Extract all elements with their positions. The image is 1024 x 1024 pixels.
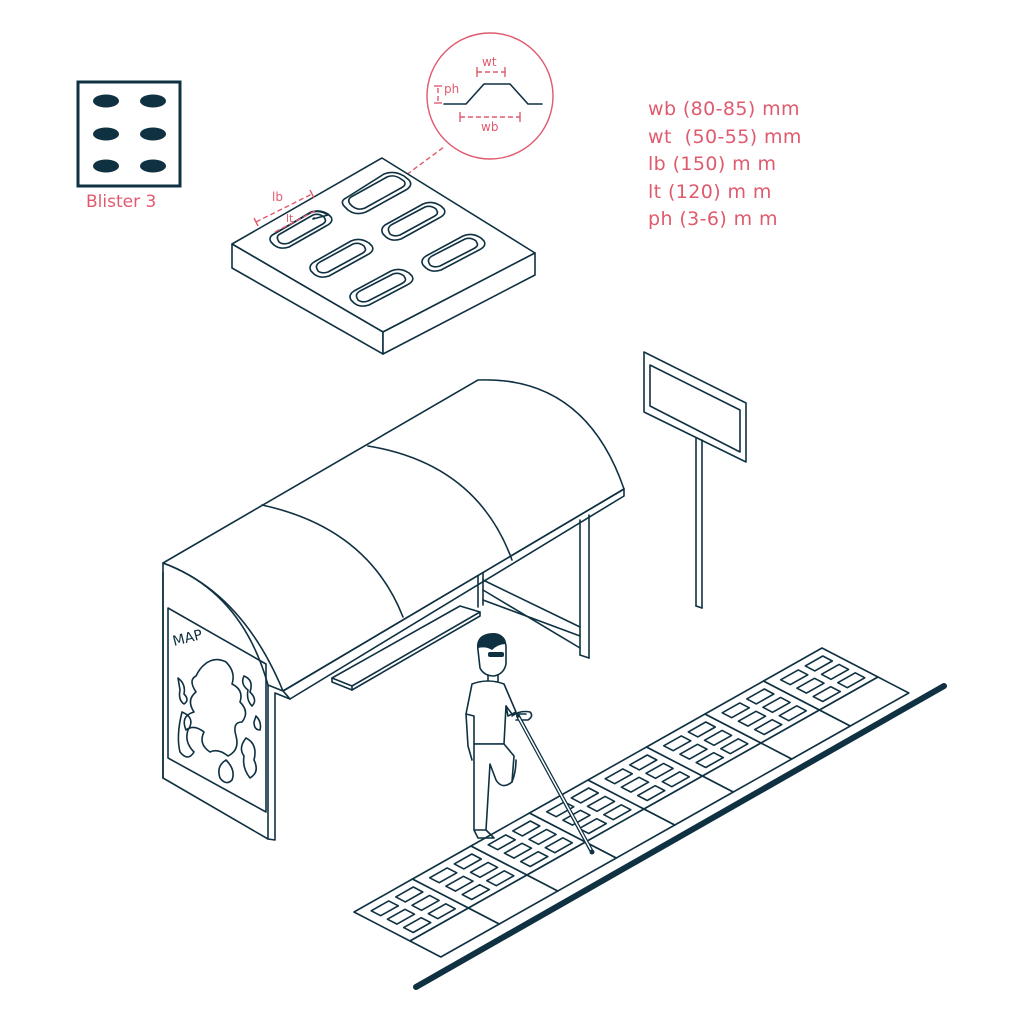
blister-pad-icon <box>661 771 691 788</box>
sunglasses-icon <box>488 652 504 657</box>
blister-pad-icon <box>461 883 491 901</box>
blister-pad-icon <box>562 809 591 826</box>
blister-pad-icon <box>411 894 440 912</box>
map-label: MAP <box>171 627 204 650</box>
blister-pad-icon <box>721 702 751 719</box>
blister-dot-icon <box>93 94 119 108</box>
blister-pad-icon <box>662 735 692 752</box>
blister-pad-icon <box>720 738 749 755</box>
blister-pad-icon <box>753 718 783 736</box>
bus-shelter: MAP <box>162 379 625 841</box>
blister-pad-icon <box>636 784 666 802</box>
profile-inset: wt ph wb <box>380 32 554 195</box>
blister-pad-icon <box>603 804 632 821</box>
blind-pedestrian <box>465 632 595 855</box>
blister-pad-icon <box>545 801 575 818</box>
white-cane-icon <box>516 714 595 855</box>
blister-pad-icon <box>370 900 400 917</box>
blister-pad-icon <box>519 850 549 868</box>
blister-pad-icon <box>620 776 650 793</box>
blister-pad-icon <box>428 867 458 884</box>
spec-wb: wb (80-85) mm <box>648 98 800 120</box>
blister-pad-icon <box>604 768 634 785</box>
blister-pad-icon <box>544 837 574 854</box>
blister-pad-icon <box>486 870 515 887</box>
blister-dot-icon <box>140 159 166 173</box>
blister-pad-icon <box>762 696 791 714</box>
blister-pad-icon <box>386 908 416 925</box>
spec-lb: lb (150) m m <box>648 153 777 175</box>
blister-pad-icon <box>402 916 432 934</box>
blister-pad-icon <box>812 685 842 703</box>
wb-label: wb <box>481 120 498 134</box>
blister-pad-icon <box>487 834 517 851</box>
bus-stop-sign <box>643 351 747 609</box>
tactile-path <box>353 647 910 958</box>
spec-wt: wt (50-55) mm <box>648 125 802 148</box>
blister-pad-icon <box>796 677 825 694</box>
blister-pad-icon <box>469 861 499 879</box>
blister-pad-icon <box>395 886 424 903</box>
lb-label: lb <box>272 190 283 204</box>
blister-dot-icon <box>93 127 119 141</box>
lt-label: lt <box>286 212 294 225</box>
blister-pad-icon <box>679 743 708 760</box>
blister-pad-icon <box>779 669 809 686</box>
blister-pad-icon <box>703 729 733 747</box>
blister-pad-icon <box>804 655 834 672</box>
blister-pad-icon <box>503 842 533 859</box>
blister-pad-icon <box>453 853 483 870</box>
blister-pad-icon <box>586 795 616 813</box>
wt-label: wt <box>482 55 497 69</box>
blister-pad-icon <box>778 705 808 722</box>
blister-pad-icon <box>820 663 850 681</box>
blister-pad-icon <box>511 820 541 837</box>
blister-pad-icon <box>445 875 474 892</box>
spec-ph: ph (3-6) m m <box>648 208 778 230</box>
blister-pad-icon <box>645 762 674 780</box>
blister-dot-icon <box>93 159 119 173</box>
blister-label: Blister 3 <box>86 192 157 212</box>
blister-pad-icon <box>837 672 866 689</box>
blister-pad-icon <box>737 710 767 727</box>
tactile-tile: lb lt <box>231 157 536 355</box>
dimension-spec-list: wb (80-85) mm wt (50-55) mm lb (150) m m… <box>648 96 802 234</box>
blister-pad-icon <box>570 787 600 804</box>
blister-pad-icon <box>687 721 717 738</box>
blister-pad-icon <box>578 817 608 835</box>
blister-dot-icon <box>140 127 166 141</box>
blister-pad-icon <box>528 828 557 846</box>
curb-edge <box>413 683 947 990</box>
blister-pad-icon <box>746 688 775 705</box>
blister-pad-icon <box>427 903 457 920</box>
blister-pad-icon <box>629 754 658 771</box>
plain-tile <box>818 676 910 727</box>
ph-label: ph <box>444 82 459 96</box>
blister-pad-icon <box>695 751 725 769</box>
blister-icon <box>76 80 182 188</box>
blister-dot-icon <box>140 94 166 108</box>
spec-lt: lt (120) m m <box>648 180 772 203</box>
